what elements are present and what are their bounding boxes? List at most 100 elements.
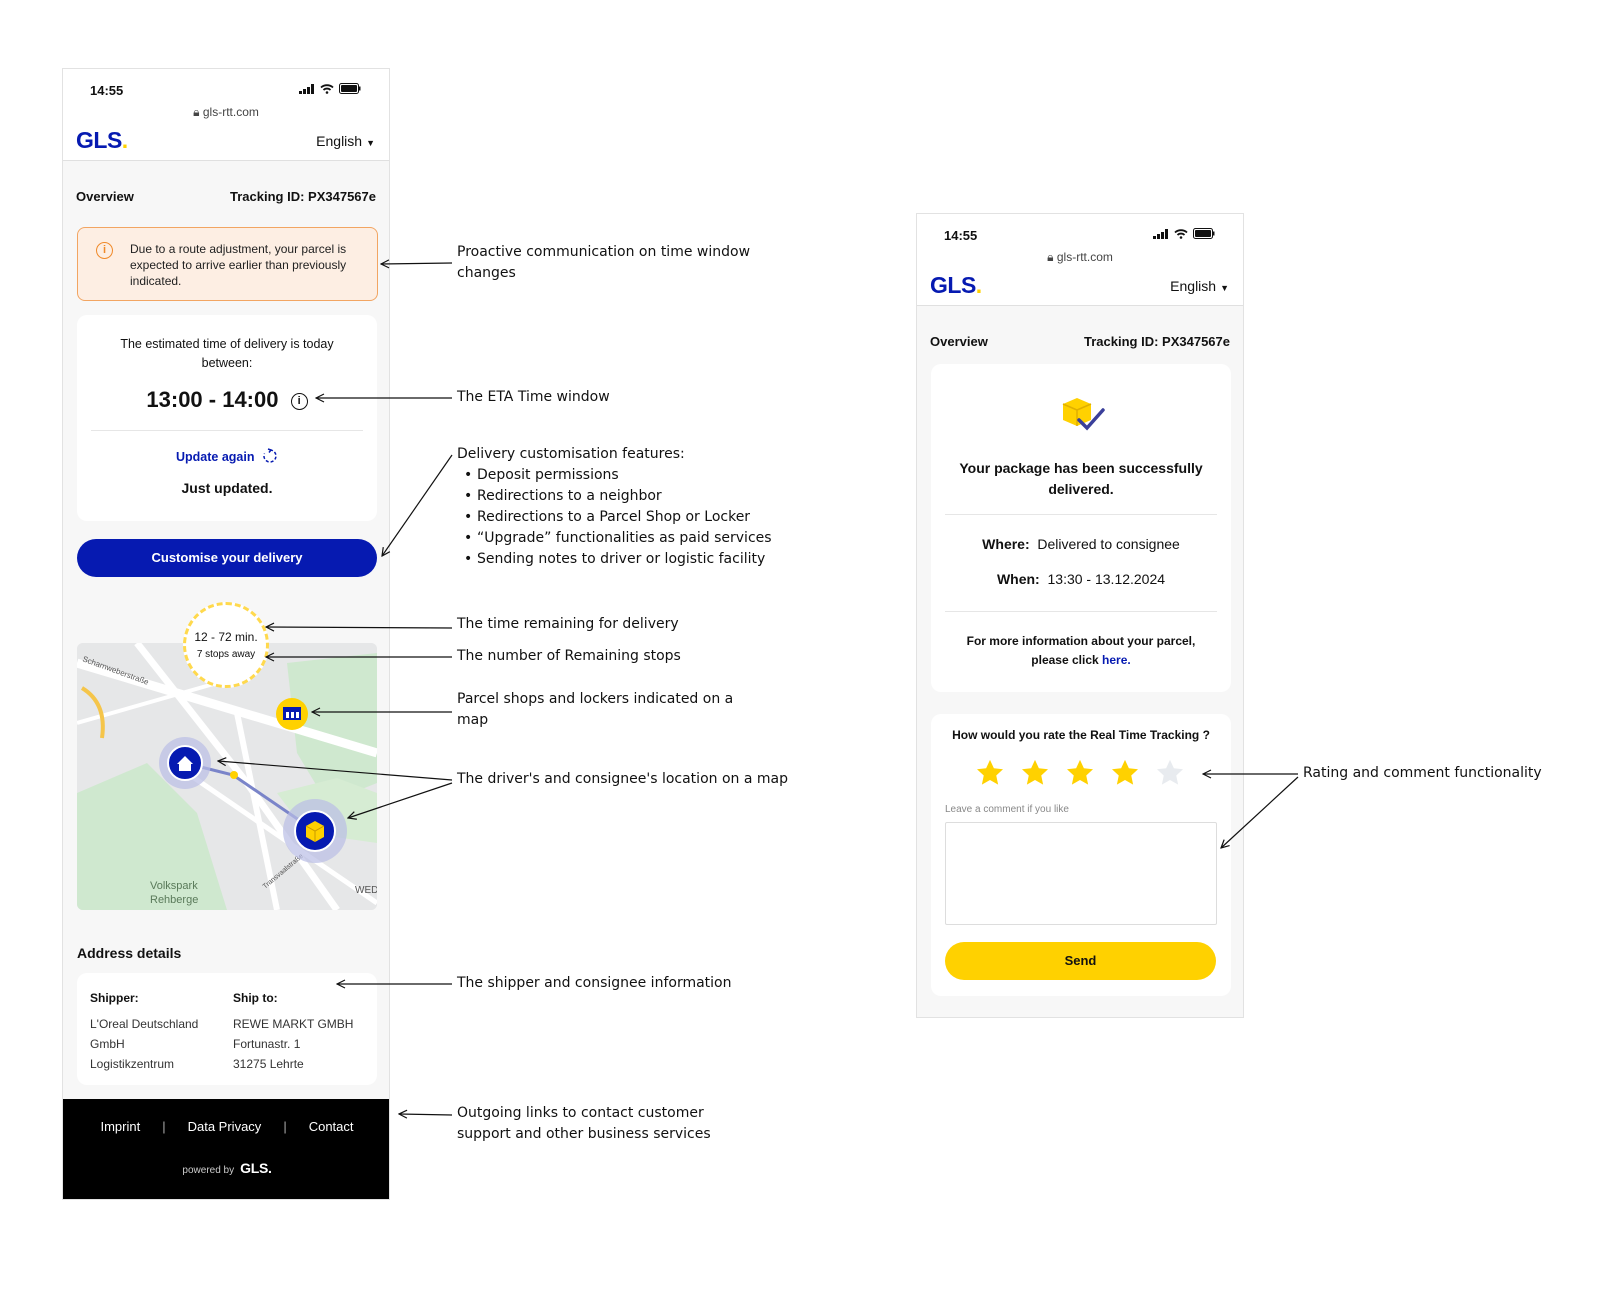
- info-icon[interactable]: i: [290, 393, 308, 410]
- star-filled-icon[interactable]: [1065, 758, 1095, 788]
- annotation-parcel-shops: Parcel shops and lockers indicated on a …: [457, 691, 734, 728]
- star-filled-icon[interactable]: [1110, 758, 1140, 788]
- annotation-eta: The ETA Time window: [457, 389, 610, 405]
- customisation-title: Delivery customisation features:: [457, 446, 685, 462]
- when-row: When: 13:30 - 13.12.2024: [931, 571, 1231, 587]
- gls-footer-logo: GLS.: [240, 1160, 272, 1176]
- language-selector[interactable]: English▼: [1170, 278, 1229, 294]
- lock-icon: 🔒︎: [1047, 250, 1054, 264]
- delivered-card: Your package has been successfully deliv…: [931, 364, 1231, 692]
- status-icons: [1153, 228, 1215, 239]
- update-again-link[interactable]: Update again: [77, 448, 377, 464]
- update-status: Just updated.: [181, 480, 273, 496]
- park-label: Rehberge: [150, 894, 198, 906]
- list-item: Redirections to a Parcel Shop or Locker: [457, 507, 777, 528]
- more-info: For more information about your parcel, …: [966, 634, 1196, 667]
- status-clock: 14:55: [90, 83, 124, 98]
- data-privacy-link[interactable]: Data Privacy: [187, 1119, 262, 1134]
- contact-link[interactable]: Contact: [308, 1119, 354, 1134]
- annotation-stops: The number of Remaining stops: [457, 648, 681, 664]
- alert-text: Due to a route adjustment, your parcel i…: [130, 242, 347, 288]
- overview-label: Overview: [930, 334, 988, 349]
- address-title: Address details: [77, 945, 182, 961]
- separator: |: [162, 1119, 166, 1134]
- arrow: [399, 1114, 453, 1115]
- info-icon: i: [96, 242, 113, 259]
- rating-question: How would you rate the Real Time Trackin…: [952, 728, 1210, 742]
- status-icons: [299, 83, 361, 94]
- driver-location-marker[interactable]: [283, 799, 347, 863]
- url-bar[interactable]: 🔒︎ gls-rtt.com: [1047, 250, 1113, 264]
- language-selector[interactable]: English▼: [316, 133, 375, 149]
- annotation-proactive: Proactive communication on time window c…: [457, 244, 751, 281]
- arrow: [381, 263, 453, 264]
- tracking-id: Tracking ID: PX347567e: [230, 189, 376, 204]
- tracking-id: Tracking ID: PX347567e: [1084, 334, 1230, 349]
- shipper-line: Logistikzentrum: [90, 1057, 175, 1071]
- annotation-rating: Rating and comment functionality: [1303, 765, 1542, 781]
- park-area: [77, 763, 227, 910]
- when-label: When:: [996, 571, 1040, 587]
- home-icon: [177, 756, 193, 771]
- shipper-label: Shipper:: [90, 991, 139, 1005]
- when-value: 13:30 - 13.12.2024: [1047, 571, 1166, 587]
- annotation-addresses: The shipper and consignee information: [457, 975, 732, 991]
- comment-hint: Leave a comment if you like: [945, 804, 1069, 815]
- refresh-icon: [263, 448, 277, 463]
- separator: |: [283, 1119, 287, 1134]
- eta-window: 13:00 - 14:00 i: [77, 387, 377, 413]
- where-value: Delivered to consignee: [1037, 536, 1180, 552]
- customisation-list: Deposit permissions Redirections to a ne…: [457, 465, 777, 570]
- divider: [945, 514, 1217, 515]
- consignee-location-marker[interactable]: [159, 737, 211, 789]
- shipto-label: Ship to:: [233, 991, 278, 1005]
- shipto-line: REWE MARKT GMBH: [233, 1017, 354, 1031]
- signal-icon: [1153, 228, 1168, 239]
- star-filled-icon[interactable]: [975, 758, 1005, 788]
- gls-logo[interactable]: GLS.: [930, 272, 982, 298]
- shipper-line: L'Oreal Deutschland: [90, 1017, 199, 1031]
- divider: [945, 611, 1217, 612]
- more-info-link[interactable]: here.: [1102, 653, 1131, 667]
- time-remaining: 12 - 72 min.: [194, 630, 258, 644]
- district-label: WED: [355, 885, 377, 896]
- url-bar[interactable]: 🔒︎ gls-rtt.com: [193, 105, 259, 119]
- star-filled-icon[interactable]: [1020, 758, 1050, 788]
- caret-down-icon: ▼: [366, 138, 375, 148]
- delivered-title: Your package has been successfully deliv…: [959, 460, 1203, 497]
- wifi-icon: [1174, 228, 1188, 239]
- signal-icon: [299, 83, 314, 94]
- star-rating[interactable]: [975, 758, 1185, 788]
- annotation-customisation: Delivery customisation features: Deposit…: [457, 444, 777, 570]
- imprint-link[interactable]: Imprint: [100, 1119, 141, 1134]
- send-button[interactable]: Send: [945, 942, 1216, 980]
- shipto-block: Ship to: REWE MARKT GMBH Fortunastr. 1 3…: [233, 988, 353, 1074]
- phone-delivered-screen: 14:55 🔒︎ gls-rtt.com GLS. English▼ Overv…: [916, 213, 1244, 1018]
- shipto-line: 31275 Lehrte: [233, 1057, 304, 1071]
- address-card: Shipper: L'Oreal Deutschland GmbH Logist…: [77, 973, 377, 1085]
- gls-logo[interactable]: GLS.: [76, 127, 128, 153]
- where-label: Where:: [982, 536, 1030, 552]
- top-bar: 14:55 🔒︎ gls-rtt.com GLS. English▼: [917, 214, 1243, 306]
- footer-links: Imprint | Data Privacy | Contact: [63, 1119, 389, 1134]
- shipper-line: GmbH: [90, 1037, 125, 1051]
- comment-input[interactable]: [945, 822, 1217, 925]
- stops-away: 7 stops away: [196, 649, 256, 660]
- lock-icon: 🔒︎: [193, 105, 200, 119]
- shipper-block: Shipper: L'Oreal Deutschland GmbH Logist…: [90, 988, 198, 1074]
- wifi-icon: [320, 83, 334, 94]
- overview-label: Overview: [76, 189, 134, 204]
- park-label: Volkspark: [150, 880, 198, 892]
- list-item: Sending notes to driver or logistic faci…: [457, 549, 777, 570]
- customise-delivery-button[interactable]: Customise your delivery: [77, 539, 377, 577]
- shipto-line: Fortunastr. 1: [233, 1037, 301, 1051]
- star-empty-icon[interactable]: [1155, 758, 1185, 788]
- battery-icon: [339, 83, 361, 94]
- footer: Imprint | Data Privacy | Contact powered…: [63, 1099, 389, 1199]
- list-item: Deposit permissions: [457, 465, 777, 486]
- parcel-shop-marker[interactable]: [276, 698, 308, 730]
- package-delivered-icon: [1062, 398, 1105, 431]
- top-bar: 14:55 🔒︎ gls-rtt.com GLS. English▼: [63, 69, 389, 161]
- time-remaining-bubble: 12 - 72 min. 7 stops away: [183, 602, 269, 688]
